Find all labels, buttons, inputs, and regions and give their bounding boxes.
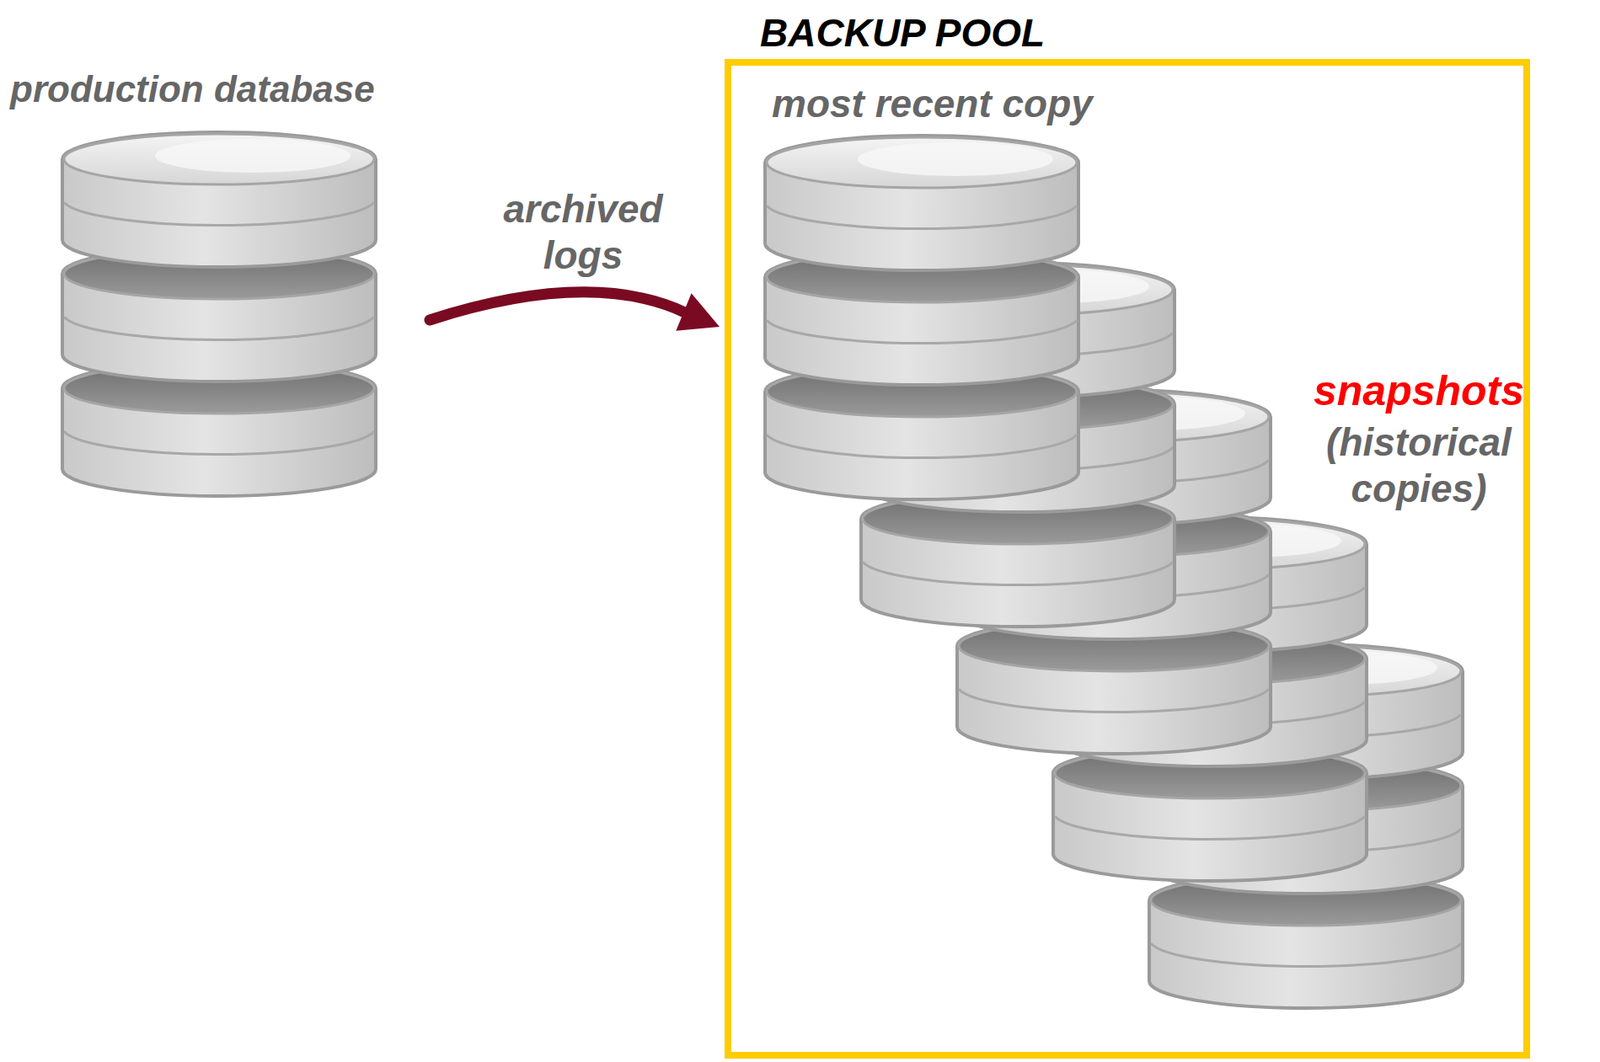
database-stack [765,135,1079,500]
disk-band [1054,816,1365,840]
node-subtitle: (historical copies) [1268,419,1569,513]
node-heading: snapshots [1268,365,1569,417]
pool-heading: BACKUP POOL [759,10,1045,57]
disk-highlight [857,142,1054,177]
archive-arrow [429,292,720,332]
node-heading: production database [10,67,455,113]
node-heading: most recent copy [771,80,1150,128]
database-node: production database [10,67,455,523]
arrow-shaft [429,292,687,321]
disk-band [64,202,375,225]
disk-highlight [155,139,351,173]
backup-pool-box: BACKUP POOLmost recent copysnapshots(his… [724,58,1531,1060]
disk-band [958,689,1269,712]
disk-band [766,434,1077,458]
disk-top [64,133,375,185]
database-node: most recent copy [771,80,1150,536]
disk-band [862,561,1173,585]
disk-band [64,316,375,340]
database-stack [62,132,376,497]
disk-body [765,135,1079,271]
disk-band [1150,943,1461,967]
disk-band [766,205,1077,229]
edge-label: archived logs [481,186,685,279]
disk-band [766,320,1077,343]
snapshot-group: snapshots(historical copies) [1268,365,1569,602]
disk-band [64,431,375,455]
disk-top [766,137,1077,188]
disk-body [62,132,376,268]
